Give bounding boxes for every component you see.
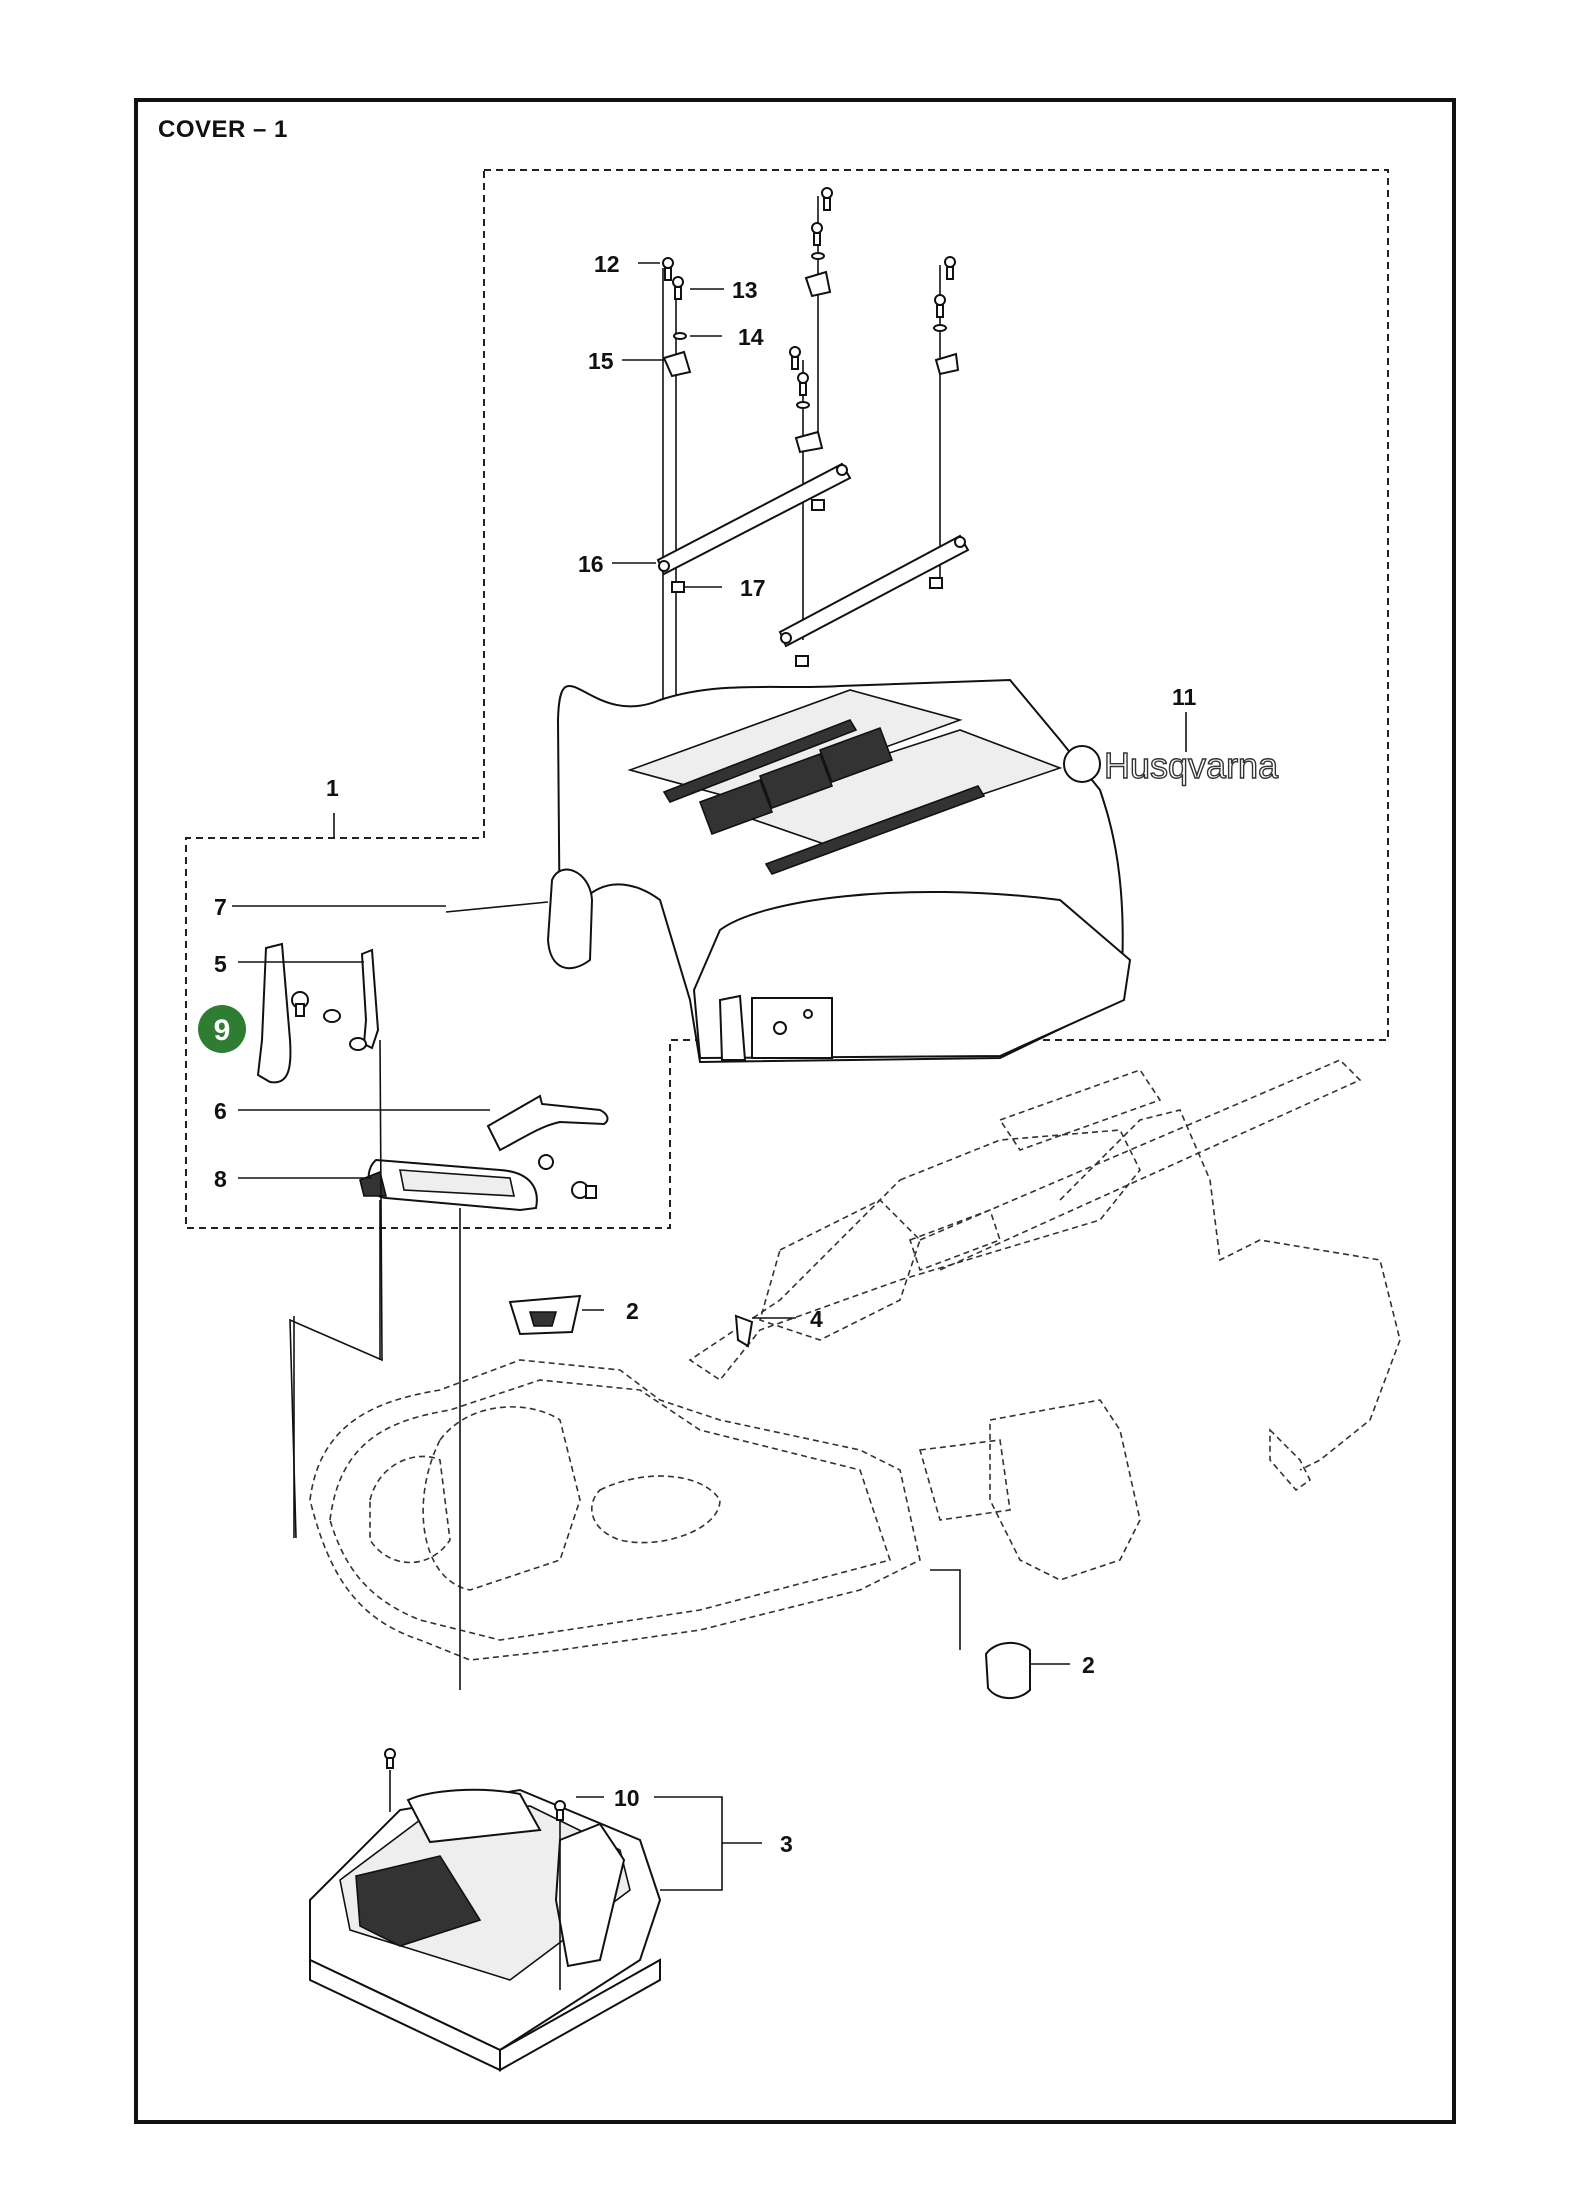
part-2-lower [984, 1642, 1031, 1699]
callout-2-upper: 2 [626, 1298, 639, 1324]
callout-4: 4 [810, 1306, 823, 1332]
assembly-boundary [185, 169, 1389, 1229]
highlighted-callout-9: 9 [198, 1005, 246, 1053]
part-4-clip [734, 1314, 754, 1348]
diagram-frame [134, 98, 1456, 2124]
brand-logo-text: Husqvarna [1104, 745, 1279, 786]
callout-3: 3 [780, 1831, 793, 1857]
callout-10: 10 [614, 1785, 640, 1811]
page-title: COVER – 1 [158, 116, 288, 143]
callout-2-lower: 2 [1082, 1652, 1095, 1678]
chassis-frame-ghost [309, 1059, 1401, 1661]
callout-16: 16 [578, 551, 604, 577]
callout-11: 11 [1172, 684, 1197, 710]
callout-15: 15 [588, 348, 614, 374]
side-panel-parts [256, 901, 609, 1212]
callout-1: 1 [326, 775, 339, 801]
callout-8: 8 [214, 1166, 227, 1192]
callout-14: 14 [738, 324, 764, 350]
callout-5: 5 [214, 951, 227, 977]
hood-cover [546, 678, 1132, 1064]
mounting-hardware [656, 187, 970, 800]
callout-6: 6 [214, 1098, 227, 1124]
callout-labels: 12 13 14 15 16 17 11 1 7 5 6 8 2 4 2 10 … [214, 251, 1197, 1857]
callout-9: 9 [214, 1014, 231, 1047]
brand-logo: Husqvarna [1063, 744, 1280, 787]
leader-lines [232, 262, 1187, 1990]
callout-7: 7 [214, 894, 227, 920]
engine-cover [309, 1748, 662, 2072]
callout-17: 17 [740, 575, 766, 601]
callout-12: 12 [594, 251, 620, 277]
callout-13: 13 [732, 277, 758, 303]
